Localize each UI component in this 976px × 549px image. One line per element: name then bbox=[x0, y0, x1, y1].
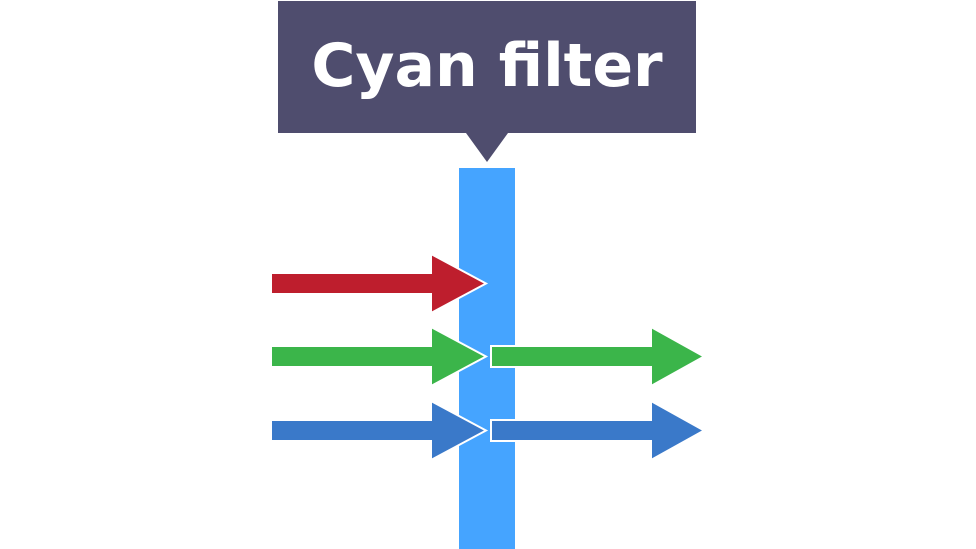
red-incoming-arrow bbox=[270, 252, 489, 315]
green-incoming-arrow bbox=[270, 325, 489, 388]
filter-callout: Cyan filter bbox=[278, 1, 696, 162]
callout-pointer bbox=[466, 133, 508, 162]
green-transmitted-arrow bbox=[490, 325, 707, 388]
blue-transmitted-arrow bbox=[490, 399, 707, 462]
callout-box bbox=[278, 1, 696, 133]
blue-incoming-arrow bbox=[270, 399, 489, 462]
callout-label: Cyan filter bbox=[311, 31, 663, 101]
